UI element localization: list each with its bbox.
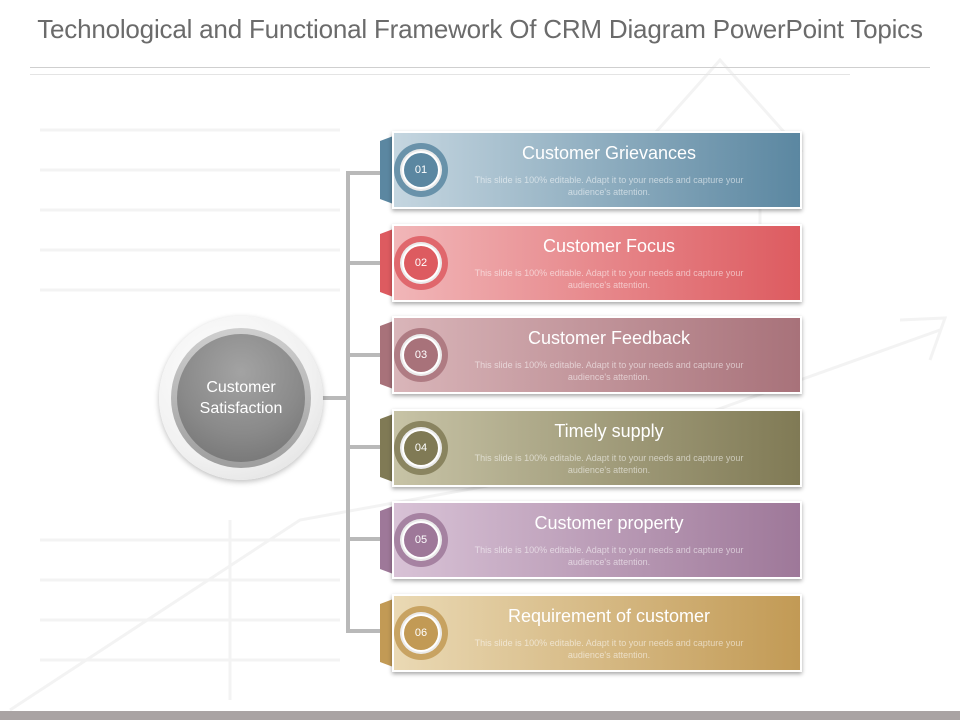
page-title: Technological and Functional Framework O… (37, 14, 923, 44)
number-badge: 06 (400, 612, 442, 654)
title-divider (30, 67, 930, 68)
item-title: Timely supply (554, 421, 664, 441)
number-badge-label: 03 (404, 338, 438, 372)
item-title: Customer Focus (542, 236, 676, 256)
item-description: This slide is 100% editable. Adapt it to… (474, 175, 744, 197)
item-description: This slide is 100% editable. Adapt it to… (474, 453, 744, 475)
number-badge-label: 05 (404, 523, 438, 557)
number-badge: 01 (400, 149, 442, 191)
item-title: Customer property (534, 513, 684, 533)
number-badge: 03 (400, 334, 442, 376)
hub-circle: Customer Satisfaction (177, 334, 305, 462)
number-badge-label: 04 (404, 431, 438, 465)
title-divider-secondary (30, 74, 850, 75)
item-description: This slide is 100% editable. Adapt it to… (474, 545, 744, 567)
item-title: Customer Feedback (527, 328, 691, 348)
item-description: This slide is 100% editable. Adapt it to… (474, 638, 744, 660)
number-badge: 02 (400, 242, 442, 284)
item-title: Customer Grievances (521, 143, 697, 163)
hub-label: Customer Satisfaction (199, 379, 283, 417)
number-badge: 04 (400, 427, 442, 469)
item-description: This slide is 100% editable. Adapt it to… (474, 360, 744, 382)
item-title: Requirement of customer (507, 606, 711, 626)
number-badge-label: 06 (404, 616, 438, 650)
number-badge: 05 (400, 519, 442, 561)
footer-bar (0, 711, 960, 720)
item-description: This slide is 100% editable. Adapt it to… (474, 268, 744, 290)
number-badge-label: 01 (404, 153, 438, 187)
number-badge-label: 02 (404, 246, 438, 280)
